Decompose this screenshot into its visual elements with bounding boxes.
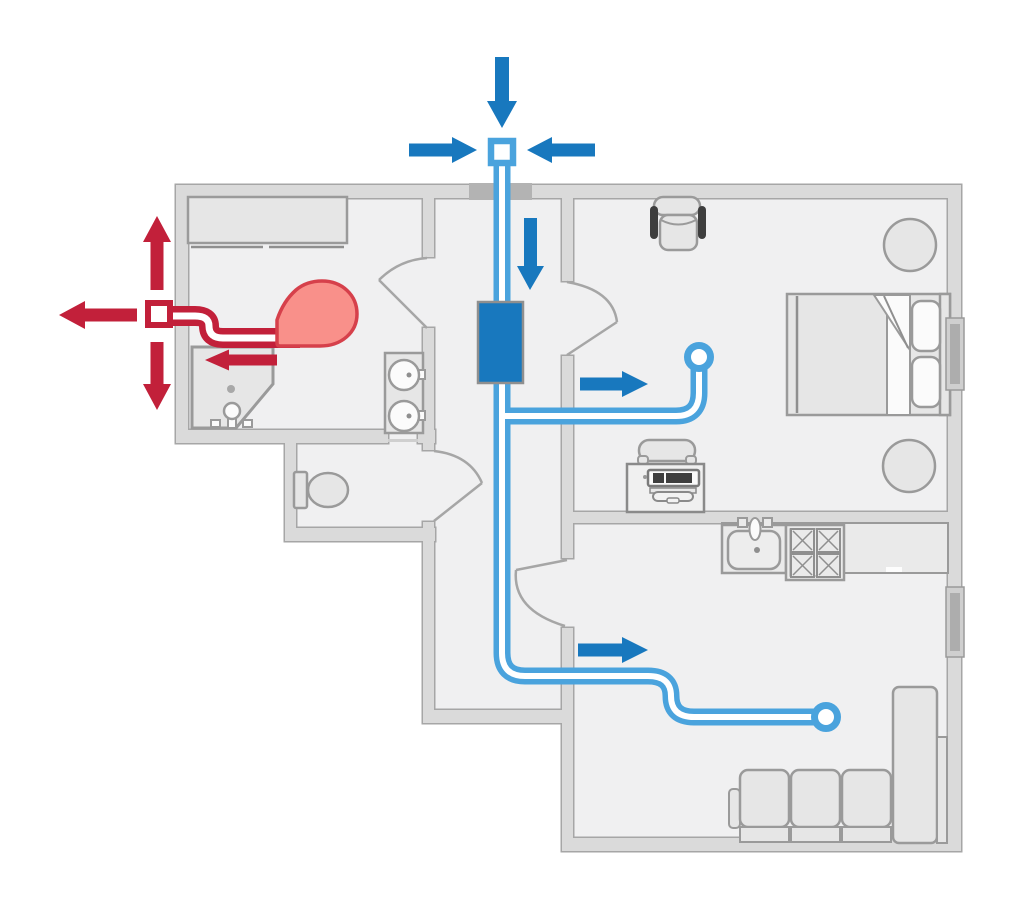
double-sink	[383, 351, 426, 435]
exhaust-arrow-down	[143, 342, 171, 410]
round-table	[881, 438, 937, 494]
chaise	[891, 685, 939, 845]
toilet	[292, 470, 350, 510]
doors	[378, 256, 619, 628]
furniture	[186, 195, 965, 845]
pillow	[910, 299, 942, 353]
exhaust-arrow-up	[143, 216, 171, 290]
printer	[643, 468, 701, 504]
bed	[785, 292, 952, 417]
unit-down-arrow	[517, 218, 544, 290]
pillow	[910, 355, 942, 409]
intake-arrow-left	[527, 137, 595, 163]
bedroom-supply-arrow	[580, 371, 648, 397]
exhaust-system	[59, 216, 359, 410]
desk-chair	[637, 438, 697, 465]
window	[945, 317, 965, 391]
sofa-armrest	[728, 788, 741, 829]
intake-arrow-right	[409, 137, 477, 163]
sofa-cushion	[840, 768, 893, 829]
living-room-supply-arrow	[578, 637, 648, 663]
exhaust-port	[145, 300, 173, 328]
blanket-fold	[872, 294, 911, 354]
bathroom-door	[378, 256, 428, 329]
sofa	[728, 685, 948, 845]
faucet	[748, 517, 762, 541]
chair-armrest	[698, 206, 706, 239]
bathroom-toilet-threshold	[388, 439, 418, 442]
stove	[784, 523, 846, 582]
window	[945, 586, 965, 658]
sofa-cushion	[738, 768, 791, 829]
chair-armrest	[650, 206, 658, 239]
wall-fill	[176, 185, 961, 851]
supply-system	[409, 57, 841, 732]
shower-exhaust-arrow	[205, 349, 277, 371]
round-table	[882, 217, 938, 273]
living-room-door	[514, 558, 568, 628]
ventilation-unit	[476, 300, 525, 385]
living-room-supply-outlet	[811, 702, 841, 732]
office-chair	[650, 195, 706, 252]
intake-arrow-down	[487, 57, 517, 128]
kitchen-sink	[720, 517, 788, 575]
burners	[790, 528, 841, 578]
bedroom-supply-outlet	[684, 342, 714, 372]
sofa-cushion	[789, 768, 842, 829]
toilet-door	[433, 449, 484, 522]
air-intake-port	[487, 137, 517, 167]
exhaust-fan	[275, 279, 359, 348]
bedroom-door	[566, 280, 619, 357]
exhaust-arrow-left	[59, 301, 137, 329]
desk	[625, 462, 706, 514]
bathtub	[186, 195, 349, 245]
